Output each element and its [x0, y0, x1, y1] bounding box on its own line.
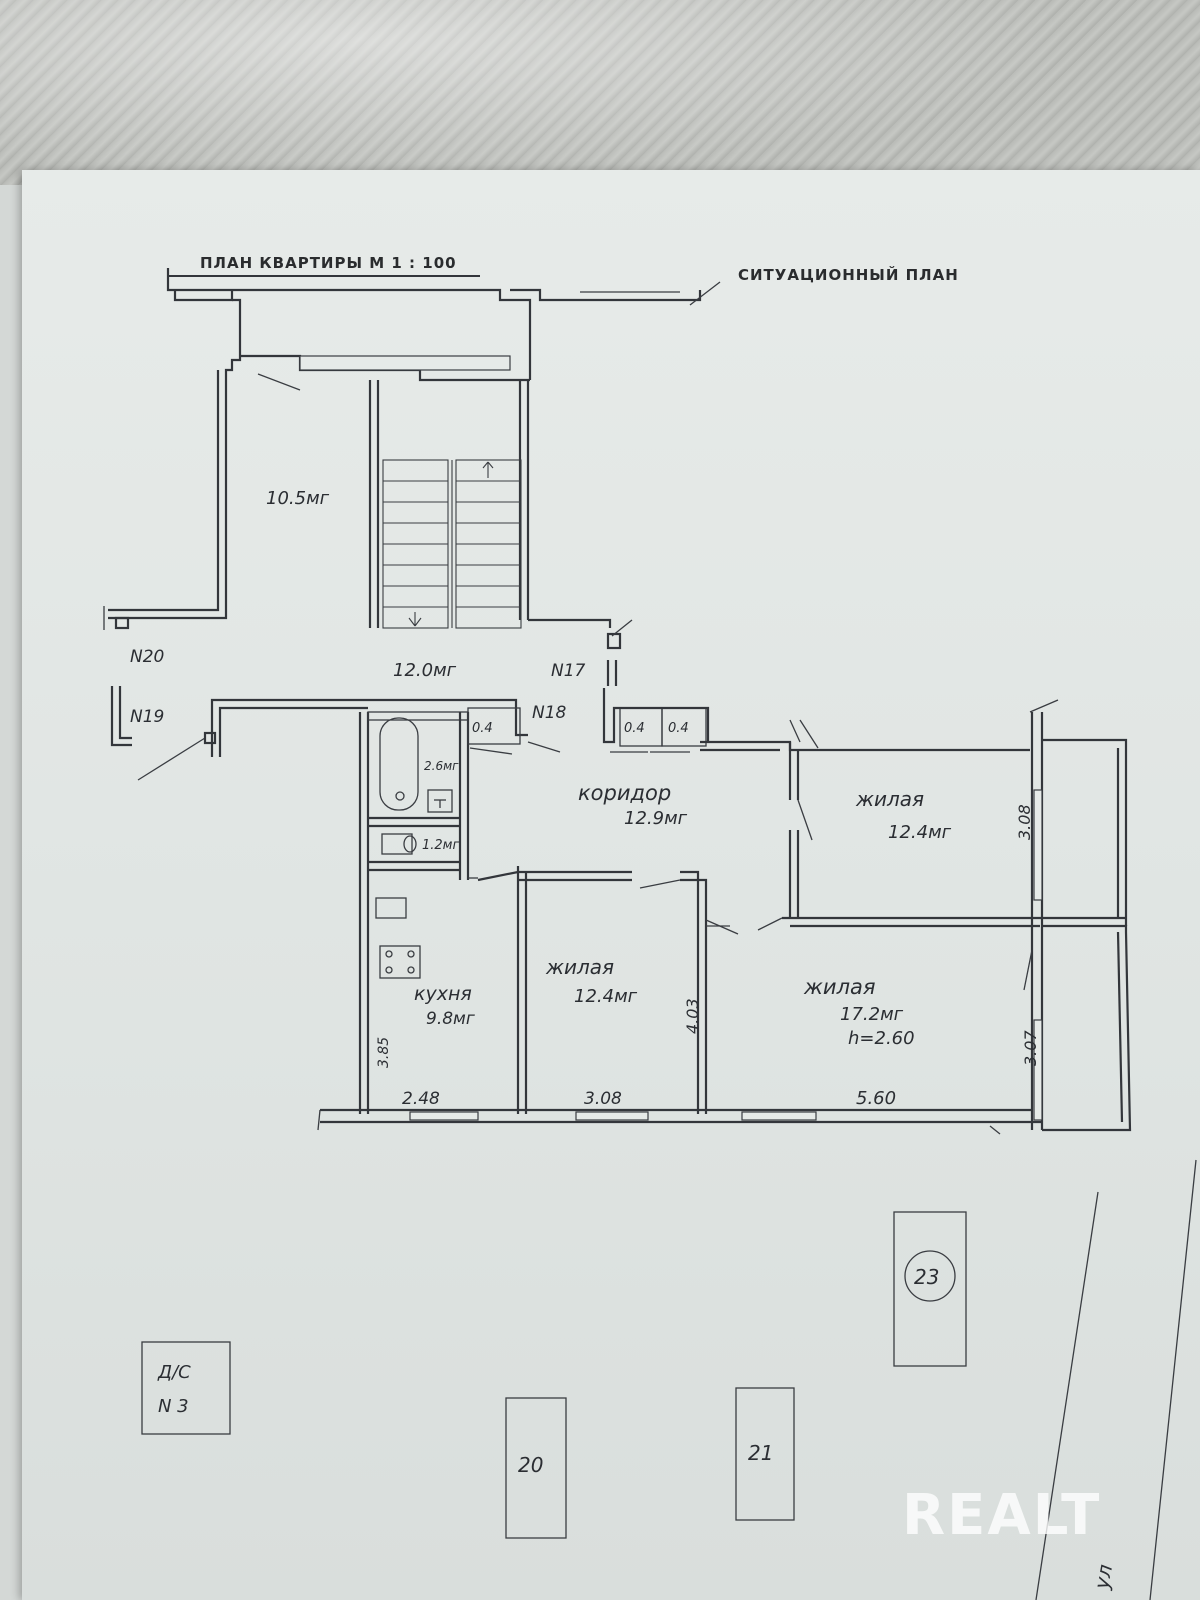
label-apartment-n19: N19 — [130, 707, 164, 727]
label-living-big-name: жилая — [803, 975, 876, 999]
kindergarten-label-line1: Д/С — [157, 1362, 191, 1383]
label-living-top-name: жилая — [855, 787, 924, 811]
label-kitchen-area: 9.8мг — [426, 1009, 475, 1029]
apartment-walls — [110, 660, 1132, 1135]
dim-living-big-width: 3.07 — [1021, 1030, 1040, 1066]
building-23-box — [893, 1211, 967, 1367]
dimension-labels: 3.08 3.07 4.03 3.85 2.48 3.08 5.60 — [376, 804, 1040, 1109]
dim-kitchen-width: 2.48 — [402, 1089, 440, 1109]
label-ceiling-height: h=2.60 — [848, 1028, 915, 1049]
label-corridor-name: коридор — [578, 781, 671, 805]
room-labels: 10.5мг 12.0мг N20 N19 N17 N18 2.6мг 1.2м… — [130, 488, 952, 1049]
label-kitchen-name: кухня — [414, 983, 472, 1005]
upper-walls — [103, 268, 721, 650]
dim-kitchen-depth: 3.85 — [376, 1037, 392, 1068]
label-closet-1: 0.4 — [472, 721, 493, 736]
situation-plan-title: СИТУАЦИОННЫЙ ПЛАН — [738, 265, 959, 284]
plan-title: ПЛАН КВАРТИРЫ М 1 : 100 — [200, 254, 457, 272]
dim-living-mid-width: 3.08 — [584, 1089, 622, 1109]
label-bath-area: 2.6мг — [424, 759, 459, 773]
label-apartment-n17: N17 — [551, 661, 586, 681]
label-closet-2: 0.4 — [624, 721, 645, 736]
label-apartment-n20: N20 — [130, 647, 164, 667]
realt-watermark: REALT — [902, 1483, 1101, 1548]
street-line-2 — [1149, 1159, 1197, 1600]
label-living-big-area: 17.2мг — [840, 1004, 904, 1025]
label-apartment-n18: N18 — [532, 703, 567, 723]
stair-flights — [382, 459, 522, 629]
kindergarten-box — [141, 1341, 231, 1435]
label-corridor-area: 12.9мг — [624, 808, 688, 829]
building-20-label: 20 — [518, 1453, 543, 1477]
label-living-mid-name: жилая — [545, 955, 614, 979]
dim-living-mid-depth: 4.03 — [683, 998, 702, 1034]
dim-living-big-length: 5.60 — [856, 1088, 896, 1109]
building-21-box — [735, 1387, 795, 1521]
building-23-circle — [904, 1250, 956, 1302]
building-20-box — [505, 1397, 567, 1539]
label-landing-area: 12.0мг — [393, 660, 457, 681]
label-living-mid-area: 12.4мг — [574, 986, 638, 1007]
dim-living-top-width: 3.08 — [1015, 804, 1034, 840]
street-line-1 — [1035, 1191, 1099, 1600]
kindergarten-label-line2: N 3 — [158, 1396, 189, 1417]
fabric-background — [0, 0, 1200, 200]
building-23-label: 23 — [914, 1265, 939, 1289]
label-closet-3: 0.4 — [668, 721, 689, 736]
building-21-label: 21 — [748, 1441, 773, 1465]
label-living-top-area: 12.4мг — [888, 822, 952, 843]
street-label: ул — [1089, 1562, 1117, 1592]
label-stair-room-area: 10.5мг — [266, 488, 330, 509]
site-plan: Д/С N 3 23 20 21 ул — [141, 1159, 1197, 1600]
label-wc-area: 1.2мг — [422, 838, 459, 853]
